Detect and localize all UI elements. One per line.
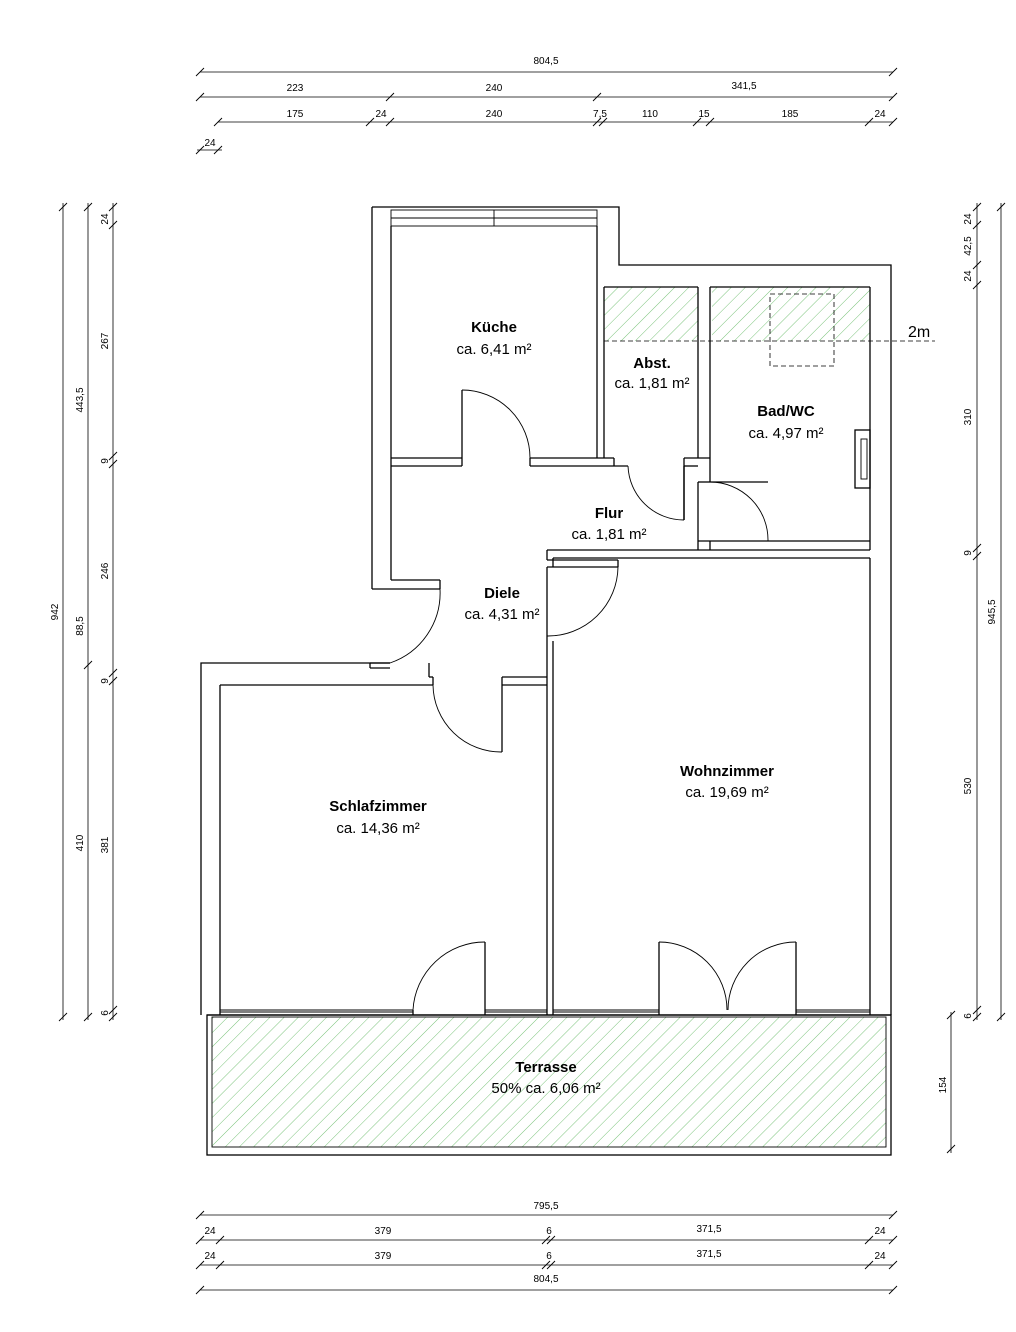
room-labels: Küche ca. 6,41 m² Abst. ca. 1,81 m² Bad/… [329, 319, 823, 1097]
dim-bottom-total-bottom: 804,5 [533, 1274, 558, 1285]
room-kueche-name: Küche [471, 319, 517, 336]
left-dimensions: 942 443,5 88,5 410 24 267 9 246 9 381 6 [50, 202, 118, 1022]
dim-top-r3-5: 110 [642, 109, 658, 120]
room-flur-area: ca. 1,81 m² [571, 526, 646, 543]
dim-left-in-7: 6 [100, 1010, 111, 1016]
room-schlaf-name: Schlafzimmer [329, 798, 427, 815]
walls [200, 206, 892, 1156]
dim-left-in-3: 9 [100, 458, 111, 464]
dim-top-r2-3: 341,5 [731, 81, 756, 92]
dim-right-terrace: 154 [938, 1076, 949, 1093]
dim-bottom-r3-5: 24 [874, 1251, 886, 1262]
dim-bottom-r3-1: 24 [204, 1251, 216, 1262]
dim-left-outer: 942 [50, 603, 61, 620]
right-dimensions: 24 42,5 24 310 9 530 6 945,5 154 [938, 202, 1006, 1154]
dim-top-r2-1: 223 [287, 83, 304, 94]
dim-bottom-r2-5: 24 [874, 1226, 886, 1237]
room-diele-area: ca. 4,31 m² [464, 606, 539, 623]
abst-hatch [604, 287, 698, 341]
room-bad-name: Bad/WC [757, 403, 815, 420]
dim-top-total: 804,5 [533, 56, 558, 67]
dim-left-mid-2: 88,5 [75, 616, 86, 636]
room-kueche-area: ca. 6,41 m² [456, 341, 531, 358]
room-diele-name: Diele [484, 585, 520, 602]
dim-top-r3-6: 15 [698, 109, 710, 120]
bottom-dimensions: 795,5 24 379 6 371,5 24 24 379 6 371,5 2… [195, 1201, 898, 1295]
dim-top-r3-1: 175 [287, 109, 304, 120]
dim-bottom-r2-3: 6 [546, 1226, 552, 1237]
dim-left-mid-1: 443,5 [75, 387, 86, 412]
dim-bottom-r2-1: 24 [204, 1226, 216, 1237]
room-bad-area: ca. 4,97 m² [748, 425, 823, 442]
height-line-label: 2m [908, 324, 930, 341]
dim-left-in-1: 24 [100, 213, 111, 225]
dim-right-in-3: 24 [963, 270, 974, 282]
top-dimensions: 804,5 223 240 341,5 175 24 240 7,5 110 1… [195, 56, 898, 155]
dim-bottom-r3-2: 379 [375, 1251, 392, 1262]
dim-right-in-1: 24 [963, 213, 974, 225]
room-flur-name: Flur [595, 505, 623, 522]
dim-top-r2-2: 240 [486, 83, 503, 94]
dim-right-in-2: 42,5 [963, 236, 974, 256]
dim-bottom-r2-2: 379 [375, 1226, 392, 1237]
height-line [604, 293, 935, 367]
room-wohn-name: Wohnzimmer [680, 763, 774, 780]
dim-right-in-5: 9 [963, 550, 974, 556]
dim-left-in-4: 246 [100, 562, 111, 579]
room-abst-area: ca. 1,81 m² [614, 375, 689, 392]
dim-right-in-7: 6 [963, 1013, 974, 1019]
dim-bottom-r3-3: 6 [546, 1251, 552, 1262]
dim-right-outer: 945,5 [987, 599, 998, 624]
bad-hatch [712, 287, 870, 341]
dim-top-r3-8: 24 [874, 109, 886, 120]
dim-right-in-6: 530 [963, 777, 974, 794]
dim-top-r3-3: 240 [486, 109, 503, 120]
terrace-hatch [212, 1017, 886, 1147]
dim-top-r3-4: 7,5 [593, 109, 607, 120]
doors [389, 389, 797, 1011]
dim-top-r3-7: 185 [782, 109, 799, 120]
dim-left-mid-3: 410 [75, 834, 86, 851]
dim-left-in-2: 267 [100, 332, 111, 349]
room-wohn-area: ca. 19,69 m² [685, 784, 768, 801]
dim-top-r3-2: 24 [375, 109, 387, 120]
room-abst-name: Abst. [633, 355, 671, 372]
dim-top-r4: 24 [204, 138, 216, 149]
dim-left-in-6: 381 [100, 836, 111, 853]
dim-right-in-4: 310 [963, 408, 974, 425]
dim-left-in-5: 9 [100, 678, 111, 684]
room-schlaf-area: ca. 14,36 m² [336, 820, 419, 837]
room-terrasse-area: 50% ca. 6,06 m² [491, 1080, 600, 1097]
room-terrasse-name: Terrasse [515, 1059, 576, 1076]
dim-bottom-r3-4: 371,5 [696, 1249, 721, 1260]
dim-bottom-total-top: 795,5 [533, 1201, 558, 1212]
dim-bottom-r2-4: 371,5 [696, 1224, 721, 1235]
